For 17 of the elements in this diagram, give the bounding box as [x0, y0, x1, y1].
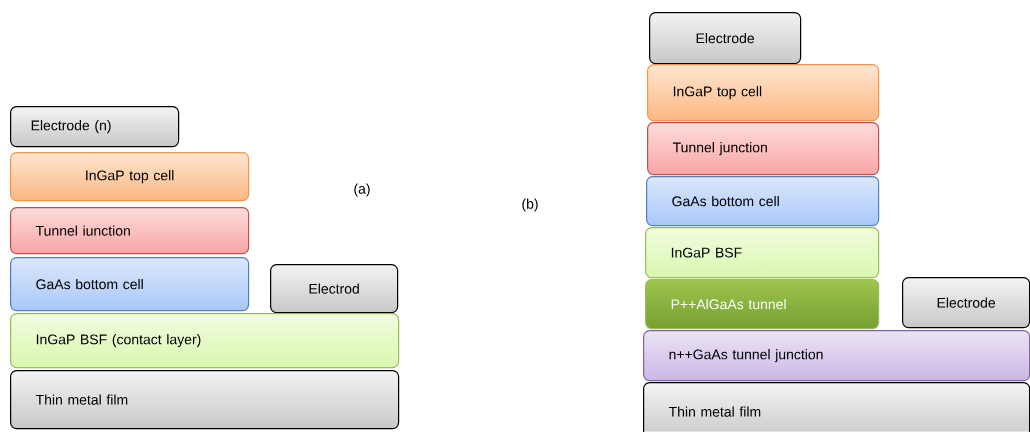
layer-box: Electrode (n) [10, 106, 180, 148]
panel-label: (a) [354, 183, 370, 197]
layer-box: Thin metal film [10, 370, 400, 430]
layer-box: n++GaAs tunnel junction [643, 330, 1030, 382]
layer-box: InGaP top cell [10, 152, 250, 202]
electrode-box: Electrod [270, 264, 399, 314]
layer-box: Tunnel junction [647, 122, 880, 176]
electrode-box: Electrode [649, 12, 802, 65]
electrode-box: Electrode [902, 277, 1030, 329]
panel-label: (b) [522, 198, 538, 212]
layer-box: P++AlGaAs tunnel [645, 279, 880, 330]
layer-box: GaAs bottom cell [646, 176, 880, 227]
layer-box: Tunnel iunction [10, 207, 250, 255]
layer-box: InGaP top cell [647, 64, 880, 122]
layer-box: GaAs bottom cell [10, 257, 250, 312]
layer-box: InGaP BSF [645, 227, 880, 279]
layer-box: Thin metal film [643, 382, 1030, 432]
